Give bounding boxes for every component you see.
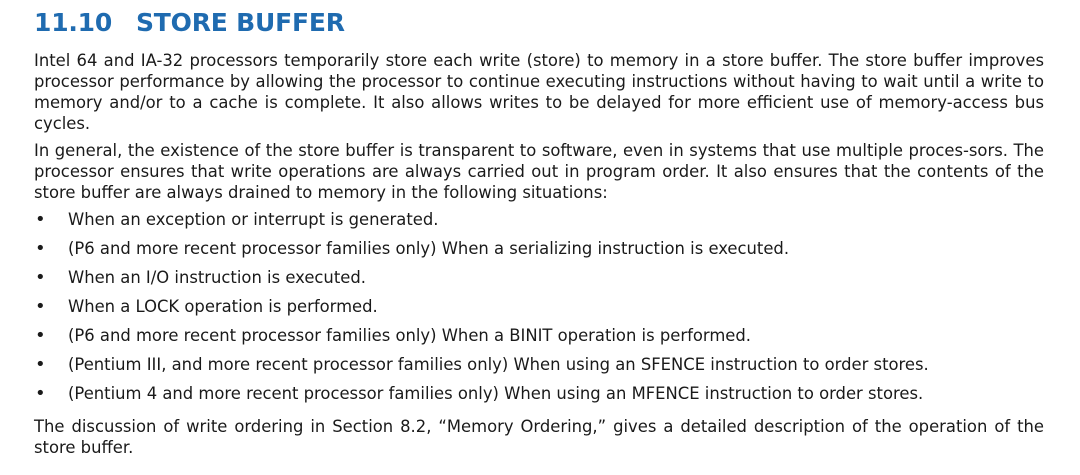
drain-situations-list: • When an exception or interrupt is gene… <box>34 209 1044 412</box>
list-item-text: When an exception or interrupt is genera… <box>68 210 439 229</box>
list-item: • When an I/O instruction is executed. <box>34 267 1044 296</box>
bullet-icon: • <box>35 383 46 404</box>
list-item: • When an exception or interrupt is gene… <box>34 209 1044 238</box>
bullet-icon: • <box>35 354 46 375</box>
section-title: STORE BUFFER <box>136 8 345 37</box>
bullet-icon: • <box>35 325 46 346</box>
list-item-text: (P6 and more recent processor families o… <box>68 326 752 345</box>
paragraph-closing: The discussion of write ordering in Sect… <box>34 417 1044 457</box>
bullet-icon: • <box>35 296 46 317</box>
bullet-icon: • <box>35 238 46 259</box>
list-item: • When a LOCK operation is performed. <box>34 296 1044 325</box>
list-item: • (Pentium III, and more recent processo… <box>34 354 1044 383</box>
list-item: • (P6 and more recent processor families… <box>34 238 1044 267</box>
bullet-icon: • <box>35 267 46 288</box>
paragraph-intro: Intel 64 and IA-32 processors temporaril… <box>34 51 1044 133</box>
document-page: 11.10 STORE BUFFER Intel 64 and IA-32 pr… <box>34 6 1044 464</box>
list-item-text: (Pentium 4 and more recent processor fam… <box>68 384 924 403</box>
section-heading: 11.10 STORE BUFFER <box>34 6 1044 40</box>
bullet-icon: • <box>35 209 46 230</box>
section-number: 11.10 <box>34 8 113 37</box>
paragraph-transparency: In general, the existence of the store b… <box>34 141 1044 202</box>
list-item-text: When a LOCK operation is performed. <box>68 297 378 316</box>
list-item: • (Pentium 4 and more recent processor f… <box>34 383 1044 412</box>
list-item-text: (P6 and more recent processor families o… <box>68 239 790 258</box>
list-item: • (P6 and more recent processor families… <box>34 325 1044 354</box>
list-item-text: When an I/O instruction is executed. <box>68 268 366 287</box>
list-item-text: (Pentium III, and more recent processor … <box>68 355 929 374</box>
